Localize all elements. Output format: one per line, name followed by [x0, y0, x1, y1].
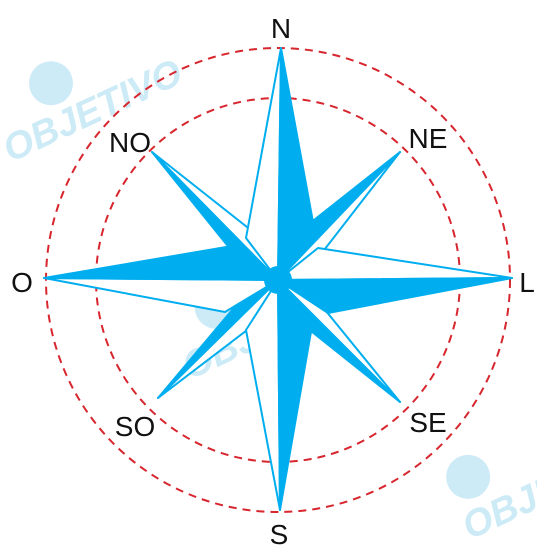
- watermark-text: OBJETIVO: [0, 52, 189, 171]
- label-o: O: [11, 267, 33, 298]
- watermark-bottom-right: OBJETIVO: [436, 386, 537, 548]
- label-s: S: [270, 519, 289, 550]
- star-point-n-light: [246, 48, 281, 280]
- star-center-hub: [264, 266, 292, 294]
- label-ne: NE: [409, 123, 448, 154]
- star-point-l-light: [278, 248, 512, 280]
- star-point-o-dark: [44, 245, 278, 280]
- watermark-top-left: OBJETIVO: [0, 12, 189, 171]
- label-l: L: [519, 267, 535, 298]
- label-so: SO: [115, 411, 155, 442]
- label-n: N: [271, 13, 291, 44]
- label-no: NO: [109, 127, 151, 158]
- label-se: SE: [409, 407, 446, 438]
